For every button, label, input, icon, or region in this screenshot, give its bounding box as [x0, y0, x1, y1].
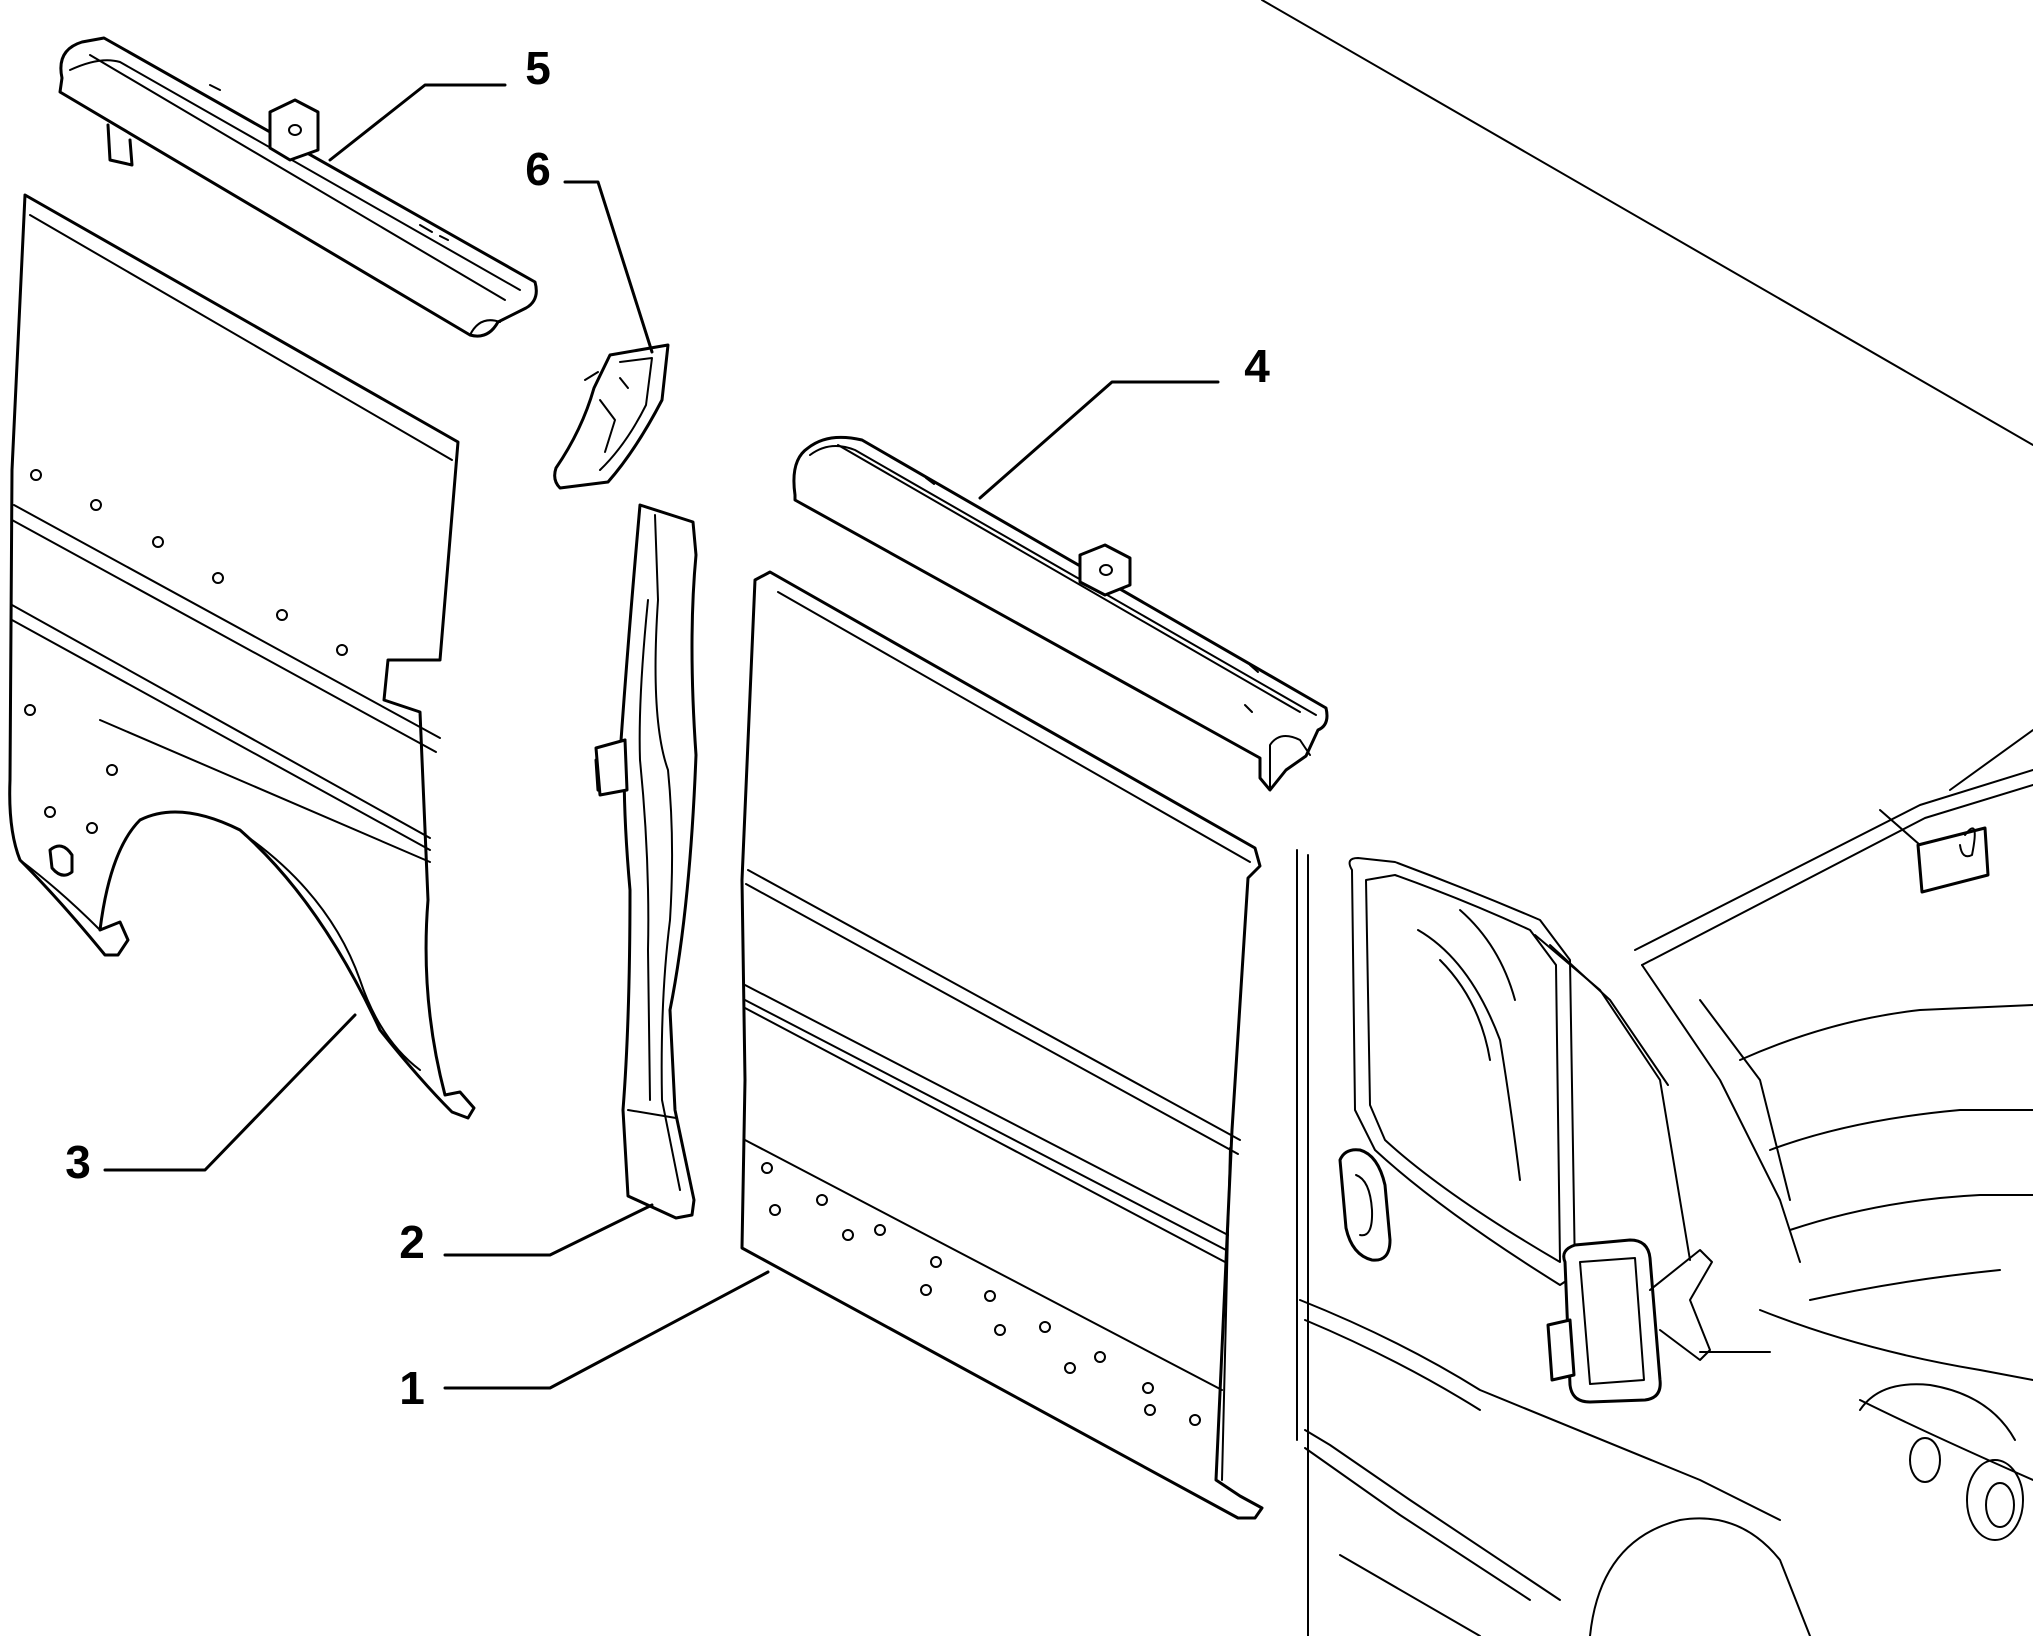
part-2-pillar: [594, 503, 698, 1220]
part-3-rear-side-panel: [8, 193, 476, 1120]
leader-lines: [103, 83, 1220, 1390]
part-1-door-panel: [740, 570, 1264, 1520]
van-body: [1261, 0, 2033, 1636]
leader-6: [563, 180, 654, 354]
leader-5: [328, 83, 507, 162]
callout-6: 6: [525, 143, 551, 195]
callout-labels: 1 2 3 4 5 6: [65, 42, 1270, 1414]
leader-2: [443, 1203, 654, 1257]
part-5-upper-rail: [58, 36, 538, 338]
callout-5: 5: [525, 42, 551, 94]
leader-4: [978, 380, 1220, 500]
leader-3: [103, 1013, 357, 1172]
part-3-holes: [24, 469, 348, 834]
leader-1: [443, 1270, 770, 1390]
callout-3: 3: [65, 1136, 91, 1188]
callout-4: 4: [1244, 340, 1270, 392]
part-6-bracket: [553, 343, 670, 490]
callout-1: 1: [399, 1362, 425, 1414]
part-4-upper-rail: [792, 435, 1329, 792]
callout-2: 2: [399, 1216, 425, 1268]
part-1-holes: [761, 1162, 1201, 1426]
